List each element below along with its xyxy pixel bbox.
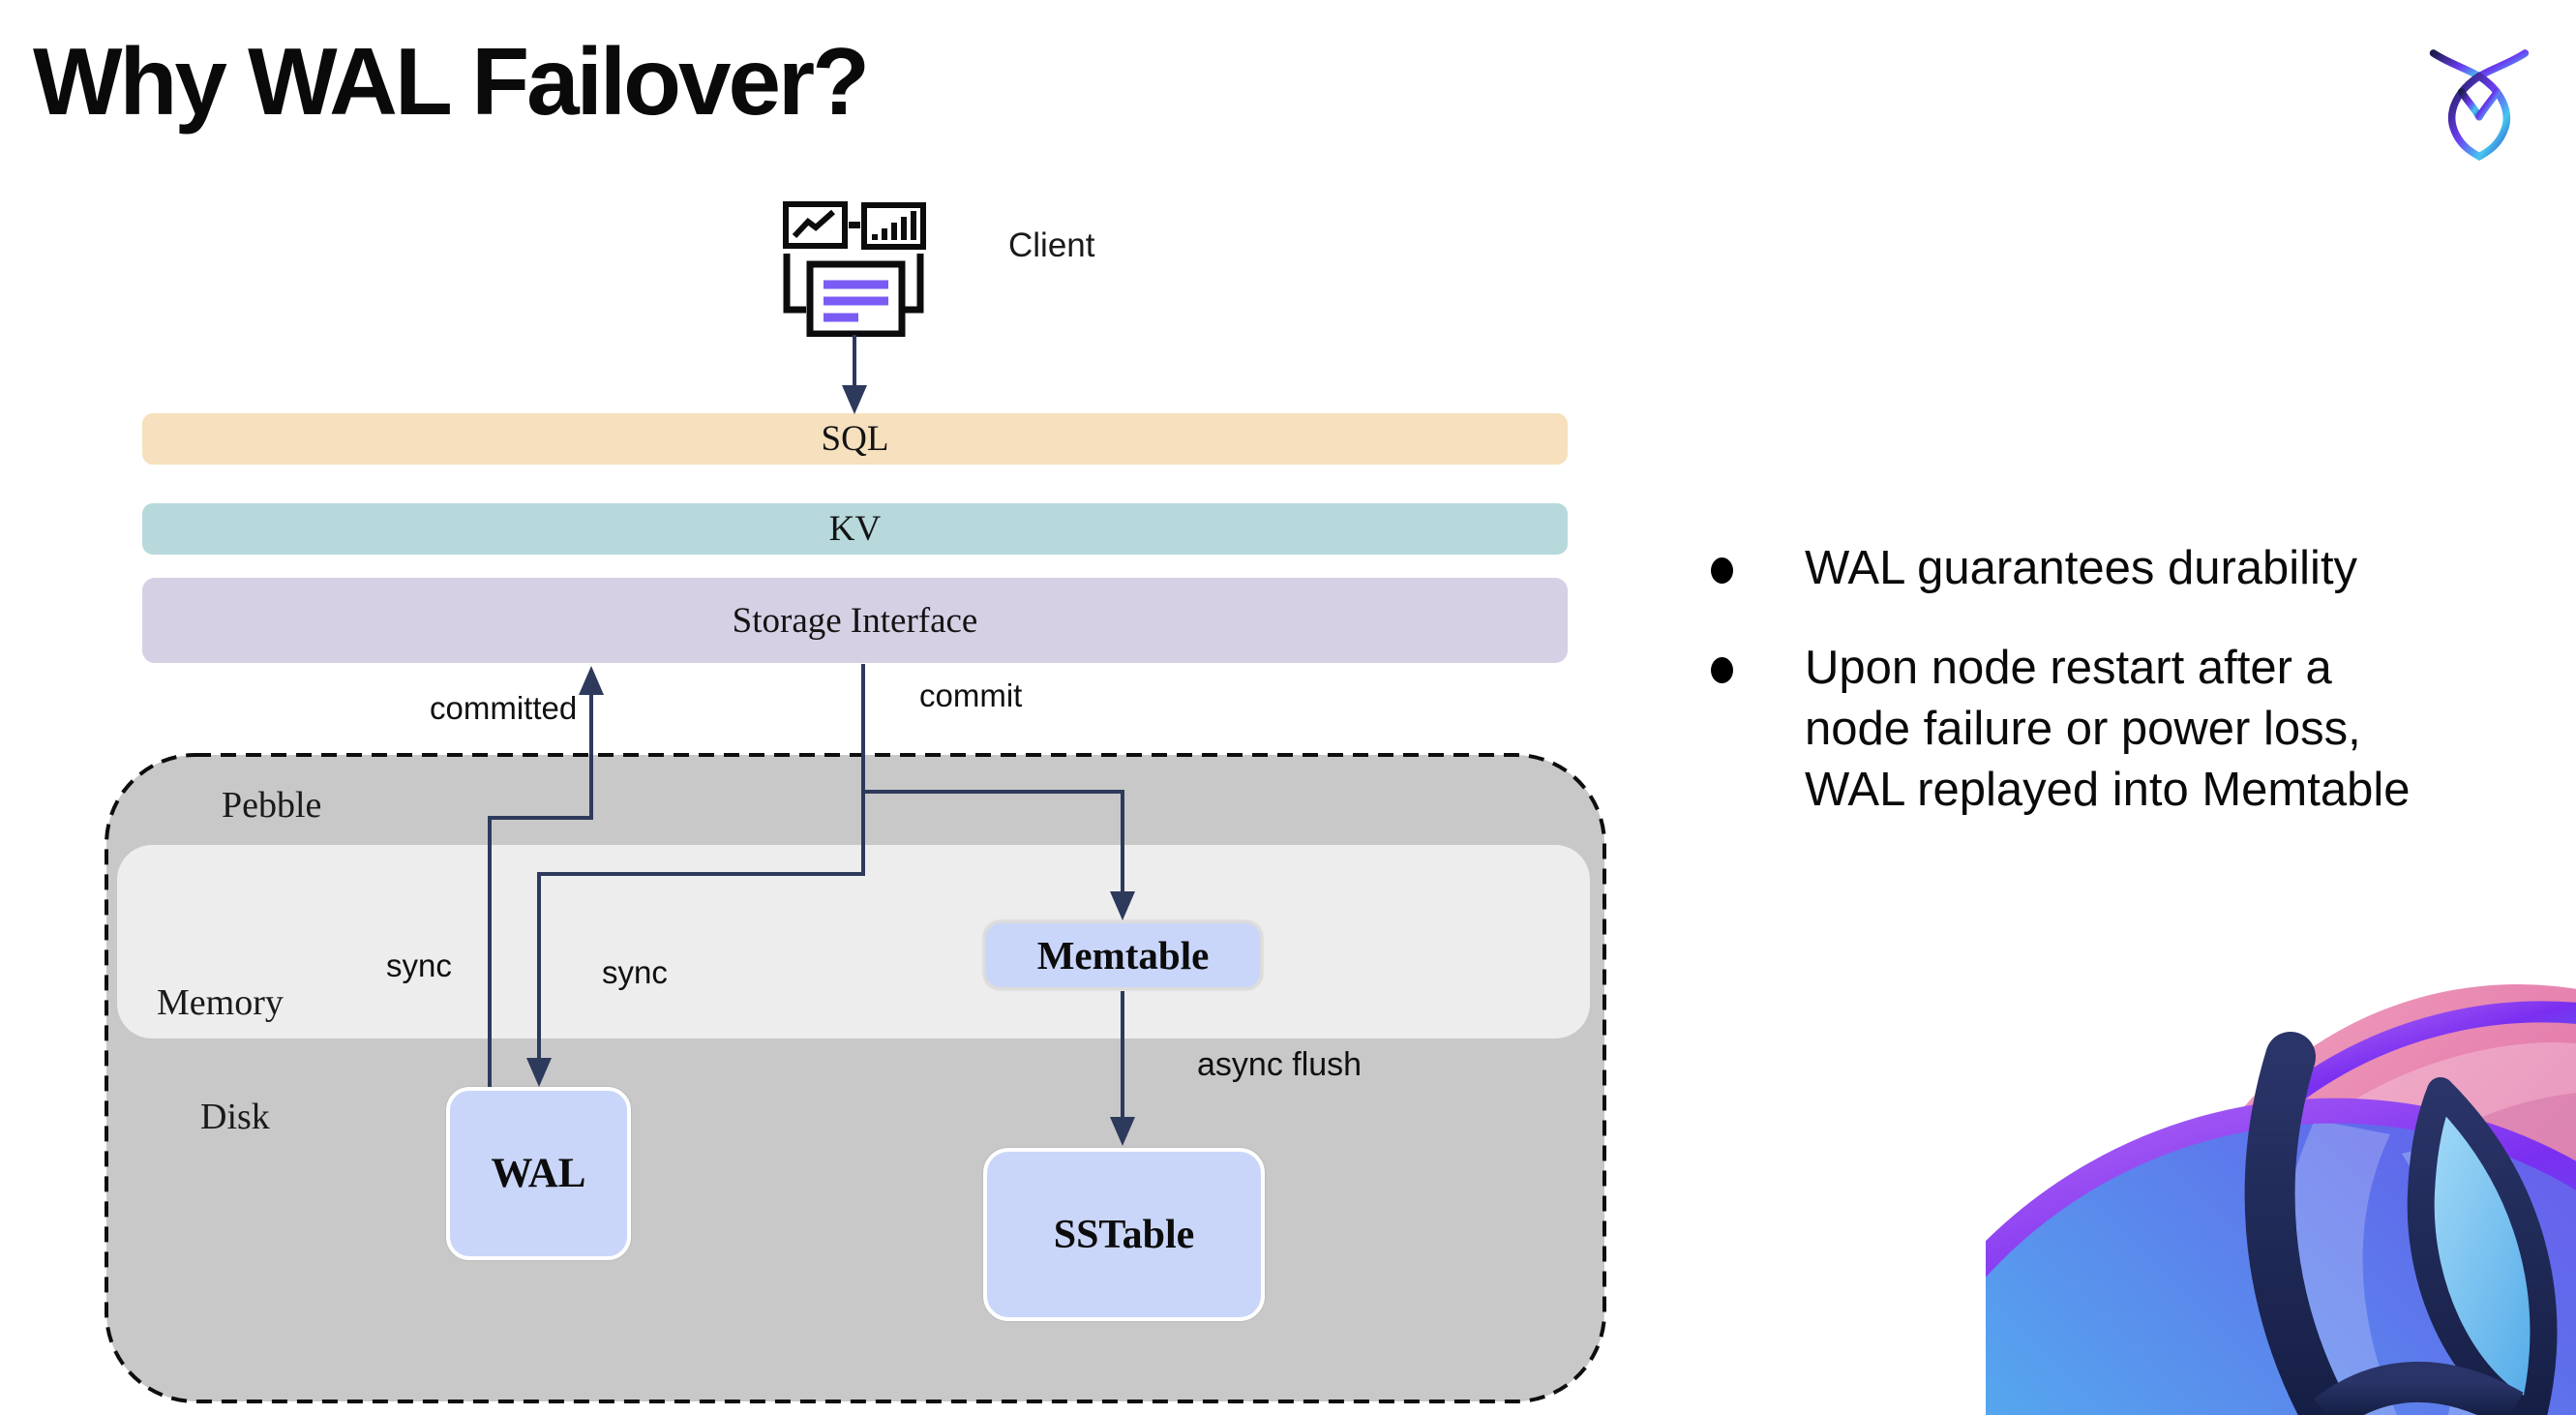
brand-decoration-graphic [1986, 984, 2576, 1415]
layer-sql-label: SQL [821, 419, 889, 459]
bullet-item: WAL guarantees durability [1711, 538, 2514, 599]
edge-label-async-flush: async flush [1197, 1046, 1363, 1083]
memtable-box: Memtable [983, 920, 1263, 990]
edge-label-sync-right: sync [602, 954, 668, 990]
bullet-dot-icon [1711, 657, 1733, 683]
sstable-box: SSTable [983, 1148, 1265, 1321]
layer-storage-interface: Storage Interface [142, 578, 1568, 663]
memory-band [117, 845, 1590, 1039]
bullet-list: WAL guarantees durability Upon node rest… [1711, 538, 2514, 859]
layer-kv: KV [142, 503, 1568, 555]
page-title: Why WAL Failover? [33, 28, 870, 135]
wal-box-label: WAL [491, 1151, 586, 1196]
memory-label: Memory [157, 982, 284, 1023]
bullet-item: Upon node restart after a node failure o… [1711, 638, 2514, 821]
memtable-box-label: Memtable [1036, 933, 1210, 978]
wal-box: WAL [446, 1087, 631, 1260]
layer-sql: SQL [142, 413, 1568, 465]
client-terminal-icon [783, 201, 926, 337]
layer-kv-label: KV [828, 509, 882, 549]
bullet-text: Upon node restart after a node failure o… [1805, 642, 2411, 816]
edge-label-commit: commit [919, 677, 1023, 713]
client-label: Client [1008, 226, 1095, 264]
edge-label-committed: committed [430, 690, 578, 726]
layer-storage-label: Storage Interface [732, 600, 978, 641]
pebble-label: Pebble [222, 785, 322, 826]
sstable-box-label: SSTable [1053, 1212, 1195, 1257]
disk-label: Disk [200, 1097, 270, 1137]
cockroachdb-logo-icon [2429, 49, 2530, 161]
bullet-dot-icon [1711, 557, 1733, 584]
edge-label-sync-left: sync [386, 948, 452, 983]
bullet-text: WAL guarantees durability [1805, 542, 2358, 594]
